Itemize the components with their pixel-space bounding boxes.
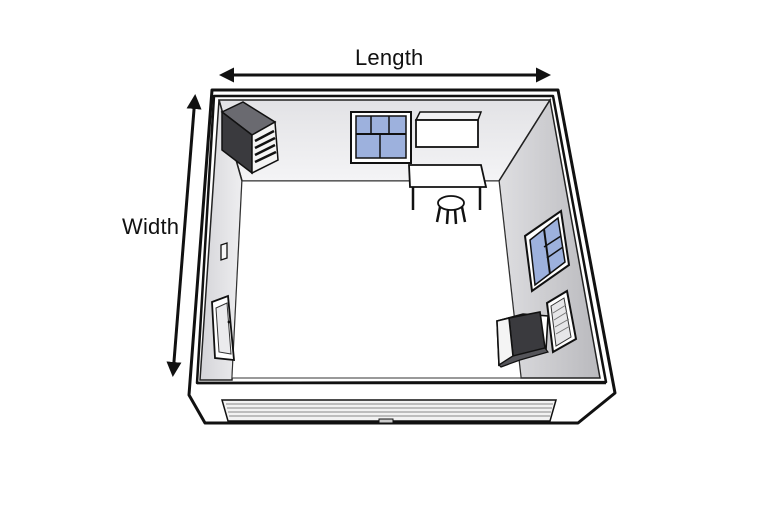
width-dimension-arrow: [166, 94, 202, 377]
floor: [231, 180, 522, 379]
side-window: [523, 209, 571, 293]
side-door: [545, 289, 578, 354]
back-wall-window: [350, 111, 412, 164]
door: [211, 294, 235, 362]
armchair: [496, 311, 550, 368]
wall-switch: [220, 242, 228, 261]
length-label: Length: [355, 45, 424, 70]
baseboard-heater: [221, 399, 557, 424]
desk: [408, 164, 488, 210]
width-label: Width: [122, 214, 180, 239]
wall-cabinet: [414, 111, 483, 148]
chair: [435, 195, 467, 225]
appliance-box: [220, 101, 279, 175]
